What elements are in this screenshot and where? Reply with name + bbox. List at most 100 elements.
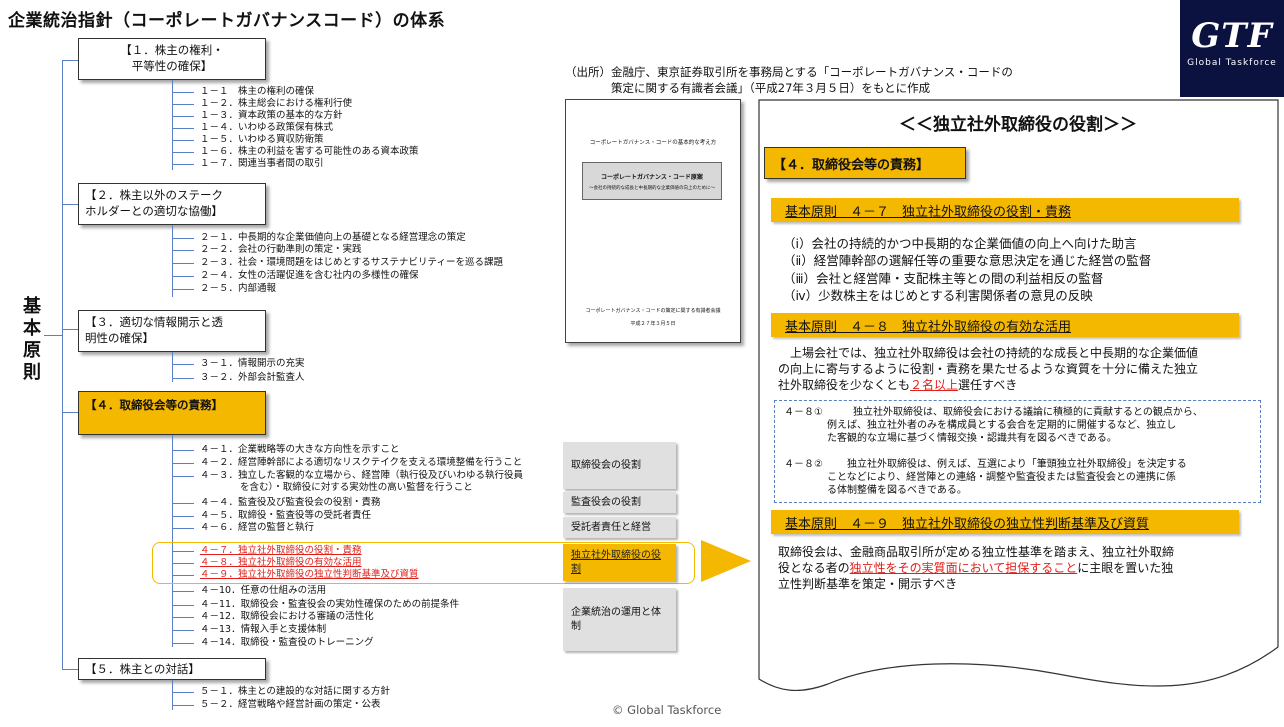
gtf-logo: GTF Global Taskforce bbox=[1180, 0, 1284, 97]
principle-item[interactable]: ２－１．中長期的な企業価値向上の基礎となる経営理念の策定 bbox=[200, 232, 466, 243]
copyright: © Global Taskforce bbox=[612, 703, 722, 717]
item-tick bbox=[172, 250, 194, 251]
item-tick bbox=[172, 617, 194, 618]
category-governance-operation[interactable]: 企業統治の運用と体制 bbox=[563, 588, 676, 651]
principle-item[interactable]: ４－６．経営の監督と執行 bbox=[200, 522, 315, 533]
right-panel-frame bbox=[758, 99, 1279, 691]
logo-mark: GTF bbox=[1191, 16, 1273, 56]
principle-item[interactable]: ４－１．企業戦略等の大きな方向性を示すこと bbox=[200, 444, 400, 455]
item-tick bbox=[172, 528, 194, 529]
section-3-box[interactable]: 【３．適切な情報開示と透 明性の確保】 bbox=[78, 310, 266, 352]
principle-4-7-bar[interactable]: 基本原則 ４－７ 独立社外取締役の役割・責務 bbox=[771, 198, 1239, 222]
arrow-right-icon bbox=[701, 540, 751, 582]
principle-item[interactable]: １－１ 株主の権利の確保 bbox=[200, 86, 315, 97]
document-thumbnail[interactable]: コーポレートガバナンス・コードの基本的な考え方 コーポレートガバナンス・コード原… bbox=[565, 99, 741, 343]
principle-item[interactable]: ５－２．経営戦略や経営計画の策定・公表 bbox=[200, 699, 381, 710]
section-4-box[interactable]: 【４．取締役会等の責務】 bbox=[78, 391, 266, 435]
principle-item[interactable]: ４－９．独立社外取締役の独立性判断基準及び資質 bbox=[200, 569, 419, 580]
principle-item[interactable]: を含む）・取締役に対する実効性の高い監督を行うこと bbox=[240, 482, 473, 493]
category-fiduciary[interactable]: 受託者責任と経営 bbox=[563, 517, 676, 538]
item-tick bbox=[172, 575, 194, 576]
item-tick bbox=[172, 128, 194, 129]
p48-text-3: 社外取締役を少なくとも２名以上選任すべき bbox=[778, 377, 1017, 394]
branch-line-2 bbox=[62, 204, 78, 205]
principle-item[interactable]: ３－１．情報開示の充実 bbox=[200, 358, 305, 369]
principle-item[interactable]: ２－３．社会・環境問題をはじめとするサステナビリティーを巡る課題 bbox=[200, 257, 503, 268]
item-tick bbox=[172, 238, 194, 239]
item-tick bbox=[172, 276, 194, 277]
principle-item[interactable]: ４－８．独立社外取締役の有効な活用 bbox=[200, 557, 362, 568]
principle-item[interactable]: ４－10．任意の仕組みの活用 bbox=[200, 585, 327, 596]
source-note: （出所）金融庁、東京証券取引所を事務局とする「コーポレートガバナンス・コードの … bbox=[565, 64, 1013, 96]
kihon-gensoku-label: 基 本 原 則 bbox=[22, 296, 42, 384]
principle-item[interactable]: ４－２．経営陣幹部による適切なリスクテイクを支える環境整備を行うこと bbox=[200, 457, 523, 468]
item-tick bbox=[172, 289, 194, 290]
highlight-frame-4-7-to-4-9 bbox=[152, 542, 695, 584]
p47-item-2: （ⅱ）経営陣幹部の選解任等の重要な意思決定を通じた経営の監督 bbox=[783, 253, 1152, 268]
section-2-box[interactable]: 【２．株主以外のステーク ホルダーとの適切な協働】 bbox=[78, 183, 266, 225]
doc-subtitle: ～会社の持続的な成長と中長期的な企業価値の向上のために～ bbox=[589, 186, 715, 191]
section-3-line1: 【３．適切な情報開示と透 bbox=[85, 315, 223, 329]
p48-text-3a: 社外取締役を少なくとも bbox=[778, 378, 911, 392]
item-tick bbox=[172, 450, 194, 451]
principle-4-8-bar[interactable]: 基本原則 ４－８ 独立社外取締役の有効な活用 bbox=[771, 313, 1239, 337]
principle-item[interactable]: ４－14．取締役・監査役のトレーニング bbox=[200, 637, 374, 648]
item-tick bbox=[172, 463, 194, 464]
principle-item[interactable]: ４－５．取締役・監査役等の受託者責任 bbox=[200, 510, 372, 521]
principle-item[interactable]: ２－５．内部通報 bbox=[200, 283, 277, 294]
section-5-line1: 【５．株主との対話】 bbox=[85, 662, 200, 676]
category-auditor-role[interactable]: 監査役会の役割 bbox=[563, 492, 676, 513]
item-tick bbox=[172, 104, 194, 105]
item-tick bbox=[172, 116, 194, 117]
doc-date: 平成２７年３月５日 bbox=[630, 321, 676, 327]
main-trunk-line bbox=[62, 60, 63, 670]
section-1-box[interactable]: 【１．株主の権利・ 平等性の確保】 bbox=[78, 38, 266, 80]
item-tick bbox=[172, 140, 194, 141]
category-board-role[interactable]: 取締役会の役割 bbox=[563, 442, 676, 489]
principle-item[interactable]: ５－１．株主との建設的な対話に関する方針 bbox=[200, 686, 390, 697]
side-char: 本 bbox=[23, 318, 41, 339]
note-4-8-1-label: ４－８① bbox=[784, 407, 823, 418]
item-tick bbox=[172, 563, 194, 564]
item-tick bbox=[172, 630, 194, 631]
kihon-connector bbox=[44, 335, 62, 336]
item-tick bbox=[172, 364, 194, 365]
p49-substance-independence: 独立性をその実質面において担保すること bbox=[849, 561, 1078, 575]
note-4-8-1-line3: た客観的な立場に基づく情報交換・認識共有を図るべきである。 bbox=[827, 433, 1117, 444]
category-independent-director[interactable]: 独立社外取締役の役割 bbox=[563, 544, 676, 581]
section-2-line1: 【２．株主以外のステーク bbox=[85, 188, 223, 202]
principle-item[interactable]: ４－12．取締役会における審議の活性化 bbox=[200, 611, 374, 622]
p48-text-3c: 選任すべき bbox=[958, 378, 1018, 392]
p49-text-2a: 役となる者の bbox=[778, 561, 850, 575]
principle-item[interactable]: １－５．いわゆる買収防衛策 bbox=[200, 134, 324, 145]
principle-item[interactable]: １－３．資本政策の基本的な方針 bbox=[200, 110, 343, 121]
section-5-box[interactable]: 【５．株主との対話】 bbox=[78, 658, 266, 680]
principle-item[interactable]: １－６．株主の利益を害する可能性のある資本政策 bbox=[200, 146, 419, 157]
principle-item[interactable]: ４－４．監査役及び監査役会の役割・責務 bbox=[200, 497, 381, 508]
principle-item[interactable]: １－７．関連当事者間の取引 bbox=[200, 158, 324, 169]
principle-item[interactable]: １－４．いわゆる政策保有株式 bbox=[200, 122, 334, 133]
item-tick bbox=[172, 516, 194, 517]
principle-4-8-title: 基本原則 ４－８ 独立社外取締役の有効な活用 bbox=[785, 320, 1072, 335]
p49-text-2: 役となる者の独立性をその実質面において担保することに主眼を置いた独 bbox=[778, 560, 1173, 577]
item-tick bbox=[172, 152, 194, 153]
page-title: 企業統治指針（コーポレートガバナンスコード）の体系 bbox=[8, 11, 446, 31]
item-tick bbox=[172, 164, 194, 165]
item-tick bbox=[172, 605, 194, 606]
principle-item[interactable]: ２－４．女性の活躍促進を含む社内の多様性の確保 bbox=[200, 270, 419, 281]
principle-4-9-title: 基本原則 ４－９ 独立社外取締役の独立性判断基準及び資質 bbox=[785, 517, 1150, 532]
note-4-8-1-line2: 例えば、独立社外者のみを構成員とする会合を定期的に開催するなど、独立し bbox=[827, 420, 1177, 431]
principle-item[interactable]: ４－３．独立した客観的な立場から、経営陣（執行役及びいわゆる執行役員 bbox=[200, 470, 524, 481]
principle-item[interactable]: ４－13．情報入手と支援体制 bbox=[200, 624, 327, 635]
principle-item[interactable]: ２－２．会社の行動準則の策定・実践 bbox=[200, 244, 362, 255]
source-line-1: （出所）金融庁、東京証券取引所を事務局とする「コーポレートガバナンス・コードの bbox=[565, 65, 1013, 79]
p48-text-2: の向上に寄与するように役割・責務を果たせるような資質を十分に備えた独立 bbox=[778, 362, 1199, 376]
principle-item[interactable]: ４－７．独立社外取締役の役割・責務 bbox=[200, 545, 362, 556]
principle-item[interactable]: ４－11．取締役会・監査役会の実効性確保のための前提条件 bbox=[200, 599, 460, 610]
principle-item[interactable]: ３－２．外部会計監査人 bbox=[200, 372, 305, 383]
group-5-rule bbox=[172, 680, 173, 710]
principle-4-9-bar[interactable]: 基本原則 ４－９ 独立社外取締役の独立性判断基準及び資質 bbox=[771, 510, 1239, 534]
side-char: 原 bbox=[23, 340, 41, 361]
principle-item[interactable]: １－２．株主総会における権利行使 bbox=[200, 98, 353, 109]
section-2-line2: ホルダーとの適切な協働】 bbox=[85, 204, 223, 218]
